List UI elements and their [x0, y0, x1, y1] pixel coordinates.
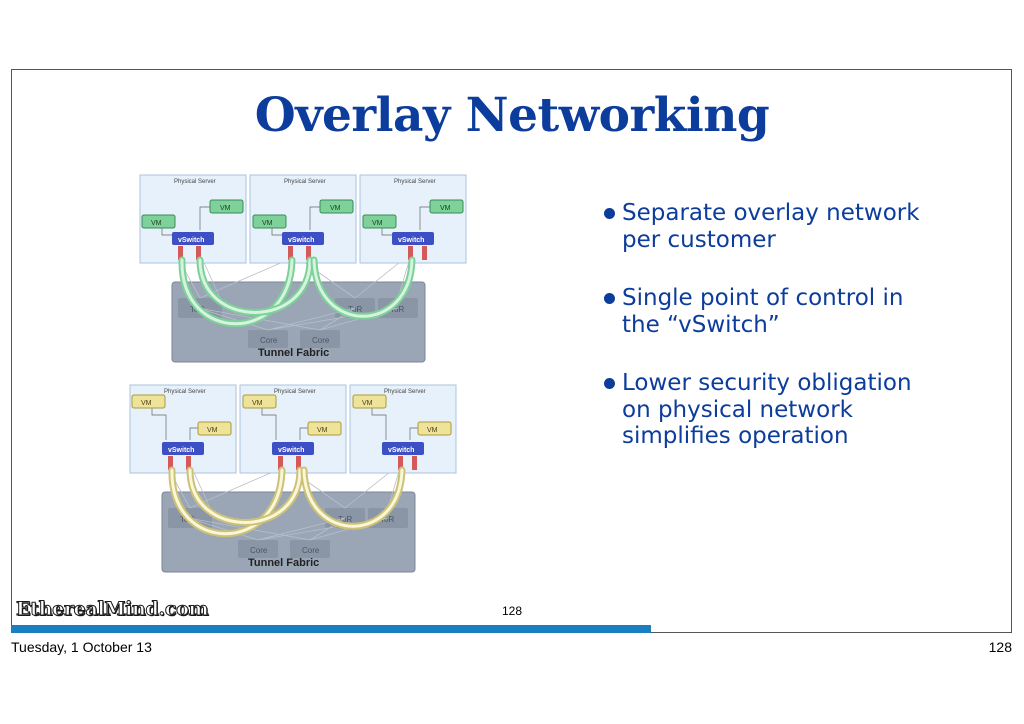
bullet-list: Separate overlay network per customer Si…	[604, 200, 934, 482]
core-label: Core	[250, 546, 268, 555]
bottom-diagram: ToR ToR ToR Core Core Tunnel Fabric Phys…	[129, 384, 457, 573]
server-label: Physical Server	[274, 389, 316, 395]
vswitch-label: vSwitch	[178, 237, 204, 244]
vswitch-label: vSwitch	[278, 447, 304, 454]
vswitch-label: vSwitch	[168, 447, 194, 454]
overlay-diagram: ToR ToR ToR Core Core Tunnel Fabric Phys…	[129, 174, 467, 573]
tor-label: ToR	[390, 305, 404, 314]
vswitch-label: vSwitch	[288, 237, 314, 244]
vm-label: VM	[330, 205, 341, 212]
footer-page-number: 128	[988, 639, 1012, 655]
vm-label: VM	[427, 427, 438, 434]
vswitch-label: vSwitch	[388, 447, 414, 454]
tunnel-fabric-label: Tunnel Fabric	[248, 557, 319, 569]
bullet-item: Lower security obligation on physical ne…	[604, 370, 934, 450]
top-diagram: ToR ToR ToR Core Core Tunnel Fabric Phys…	[139, 174, 467, 363]
core-label: Core	[302, 546, 320, 555]
server-label: Physical Server	[394, 179, 436, 185]
server-label: Physical Server	[284, 179, 326, 185]
slide-number: 128	[502, 604, 523, 618]
tunnel-fabric-label: Tunnel Fabric	[258, 347, 329, 359]
vm-label: VM	[220, 205, 231, 212]
server-label: Physical Server	[384, 389, 426, 395]
vm-label: VM	[372, 220, 383, 227]
vm-label: VM	[207, 427, 218, 434]
brand-bar	[11, 625, 651, 633]
vm-label: VM	[141, 400, 152, 407]
bullet-item: Single point of control in the “vSwitch”	[604, 285, 934, 338]
tor-label: ToR	[380, 515, 394, 524]
vm-label: VM	[362, 400, 373, 407]
slide-title: Overlay Networking	[254, 88, 770, 143]
vm-label: VM	[151, 220, 162, 227]
bullet-item: Separate overlay network per customer	[604, 200, 934, 253]
tor-label: ToR	[348, 305, 362, 314]
vm-label: VM	[262, 220, 273, 227]
vm-label: VM	[317, 427, 328, 434]
vm-label: VM	[252, 400, 263, 407]
tor-label: ToR	[338, 515, 352, 524]
server-label: Physical Server	[174, 179, 216, 185]
brand-logo: EtherealMind.com	[15, 598, 209, 621]
server-label: Physical Server	[164, 389, 206, 395]
vswitch-label: vSwitch	[398, 237, 424, 244]
vm-label: VM	[440, 205, 451, 212]
footer-date: Tuesday, 1 October 13	[11, 639, 152, 655]
core-label: Core	[260, 336, 278, 345]
core-label: Core	[312, 336, 330, 345]
